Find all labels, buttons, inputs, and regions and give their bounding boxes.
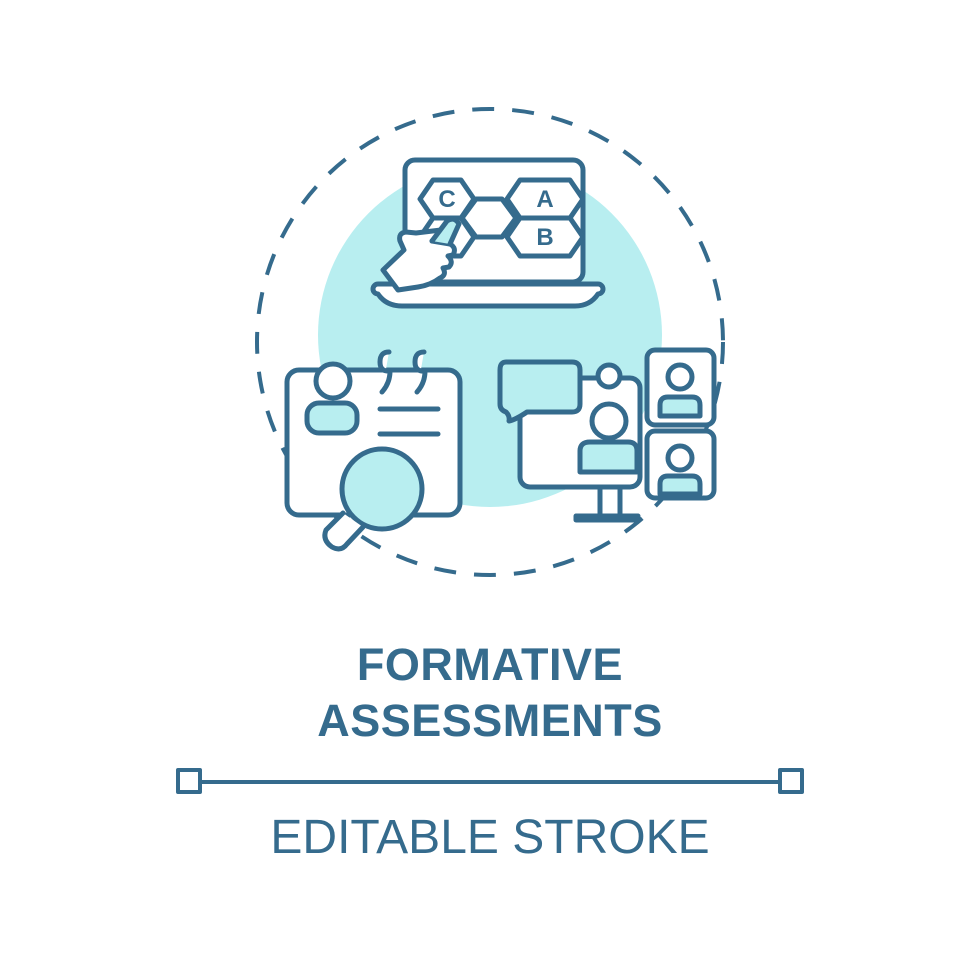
stroke-handle-right [778, 768, 804, 794]
chat-bubble-icon [497, 359, 583, 424]
hexagon-b [504, 215, 586, 259]
dashed-circle-icon [255, 107, 725, 577]
subtitle: EDITABLE STROKE [270, 811, 710, 864]
participant-head-1 [665, 362, 695, 392]
presenter-shoulder-icon [595, 362, 623, 390]
quote-left-icon [377, 349, 393, 395]
participant-body-1 [657, 394, 703, 419]
hexagon-label-a: A [536, 186, 553, 213]
hexagon-label-b: B [536, 224, 553, 251]
magnifier-icon [322, 446, 425, 552]
monitor-stand [573, 513, 641, 523]
presenter-head-icon [589, 401, 629, 441]
stroke-handle-left [176, 768, 202, 794]
page-title-line-1: FORMATIVE [356, 639, 624, 690]
editable-stroke-line [176, 768, 804, 794]
participant-head-2 [665, 443, 695, 473]
participant-body-2 [657, 473, 703, 497]
avatar-body-icon [304, 400, 360, 436]
laptop-quiz-icon [370, 157, 606, 309]
video-conference-icon [497, 347, 717, 523]
quote-right-icon [412, 349, 428, 395]
pointing-hand-icon [380, 216, 462, 293]
avatar-head-icon [313, 361, 353, 401]
hexagon-label-c: C [438, 186, 455, 213]
testimonial-card-icon [284, 349, 463, 552]
page-title-line-2: ASSESSMENTS [317, 695, 663, 746]
presenter-body-icon [577, 439, 640, 475]
